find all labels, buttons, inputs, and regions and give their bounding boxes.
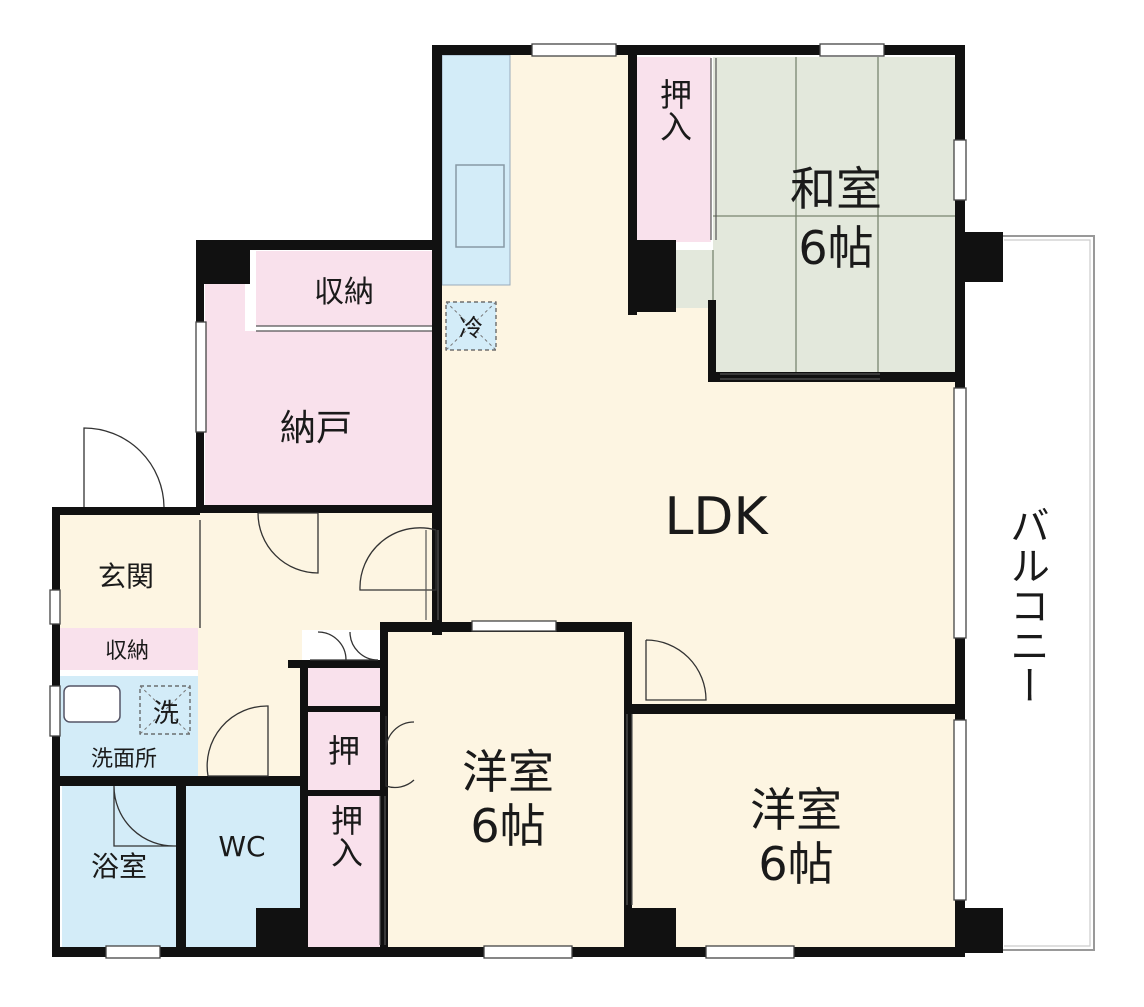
nando-floor	[205, 283, 432, 505]
genkan-label: 玄関	[98, 560, 154, 593]
sink	[455, 164, 505, 248]
oshi-small-label: 押	[328, 732, 360, 770]
washer-label: 洗	[153, 699, 179, 729]
oshiire-bottom-label: 押入	[326, 804, 364, 868]
oshiire-bottom-floor	[308, 794, 382, 950]
sliding-rails	[256, 58, 880, 945]
ldk-floor	[440, 52, 958, 708]
yoshitsu-right-size: 6帖	[758, 837, 833, 891]
shuno-entrance-floor	[58, 628, 198, 670]
shuno-top-floor	[256, 251, 432, 326]
yoshitsu-right-floor	[632, 712, 958, 950]
balcony-inner	[1004, 239, 1091, 947]
yoshitsu-center-floor	[386, 630, 628, 950]
labels: 和室 6帖 LDK 洋室 6帖 洋室 6帖 納戸 収納 玄関 収納 洗面所 洗 …	[91, 78, 1049, 891]
yoshitsu-right-label: 洋室	[750, 783, 842, 837]
nando-label: 納戸	[280, 408, 352, 449]
oshi-small-floor	[308, 668, 380, 708]
shuno-entrance-label: 収納	[105, 639, 149, 664]
washitsu-floor	[676, 57, 958, 380]
oshi-floor	[308, 712, 380, 790]
refrigerator-space	[445, 301, 497, 351]
oshiire-washitsu-floor	[637, 57, 711, 242]
yokushitsu-floor	[62, 786, 176, 950]
refrigerator-label: 冷	[459, 314, 483, 342]
senmenjo-label: 洗面所	[91, 747, 157, 772]
yokushitsu-label: 浴室	[91, 850, 147, 883]
doors	[83, 427, 707, 847]
yoshitsu-center-size: 6帖	[470, 799, 545, 853]
kitchen-counter	[441, 54, 511, 286]
hall-floor	[198, 513, 302, 781]
washitsu-label: 和室	[790, 162, 882, 216]
washer-space	[139, 685, 191, 735]
ldk-label: LDK	[664, 487, 769, 547]
windows	[49, 43, 967, 959]
oshiire-washitsu-label: 押入	[655, 78, 693, 142]
yoshitsu-center-label: 洋室	[462, 745, 554, 799]
washbasin	[63, 685, 121, 723]
wc-label: WC	[218, 830, 265, 863]
tatami-lines	[712, 57, 958, 380]
washitsu-size: 6帖	[798, 221, 873, 275]
balcony-outline	[1000, 235, 1095, 951]
shuno-top-label: 収納	[314, 275, 374, 310]
balcony-label: バルコニー	[1003, 505, 1049, 705]
